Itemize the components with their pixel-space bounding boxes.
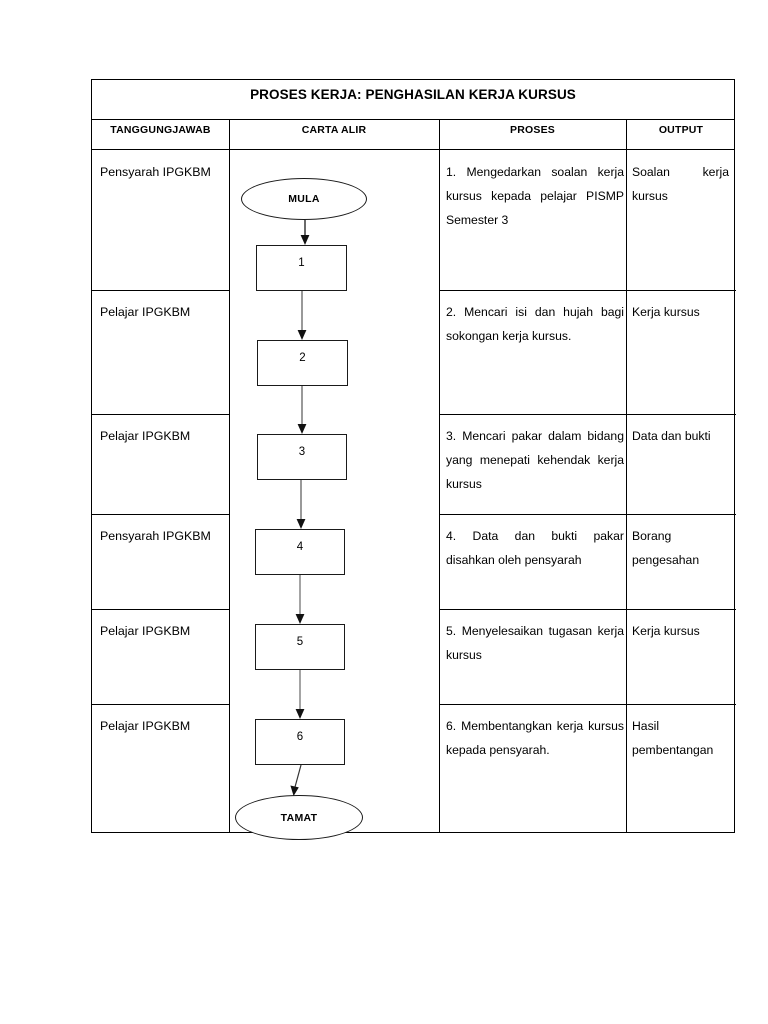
column-header-output-label: OUTPUT	[658, 124, 704, 136]
column-divider-1	[229, 120, 230, 832]
connector-6-to-end	[287, 764, 311, 797]
responsibility-text-3: Pelajar IPGKBM	[100, 429, 191, 443]
row-divider-2-left	[92, 414, 229, 415]
column-header-proses: PROSES	[439, 120, 626, 150]
process-text-5: 5. Menyelesaikan tugasan kerja kursus	[446, 624, 624, 662]
output-text-2: Kerja kursus	[632, 305, 700, 319]
process-text-2: 2. Mencari isi dan hujah bagi sokongan k…	[446, 305, 624, 343]
column-header-proses-label: PROSES	[510, 124, 555, 136]
process-text-3: 3. Mencari pakar dalam bidang yang menep…	[446, 429, 624, 491]
output-text-3: Data dan bukti	[632, 429, 711, 443]
flow-step-box-3: 3	[257, 434, 347, 480]
output-text-4: Borang pengesahan	[632, 529, 700, 567]
flow-step-label-3: 3	[298, 446, 306, 458]
flow-step-label-2: 2	[299, 352, 306, 364]
page-title: PROSES KERJA: PENGHASILAN KERJA KURSUS	[250, 87, 576, 102]
flow-step-label-5: 5	[296, 636, 304, 648]
flow-start-terminator: MULA	[241, 178, 367, 220]
output-text-1: Soalan kerja kursus	[632, 165, 729, 203]
column-header-output: OUTPUT	[626, 120, 736, 150]
table-row: Pensyarah IPGKBM	[100, 162, 228, 183]
row-divider-3-right	[439, 514, 736, 515]
document-title-band: PROSES KERJA: PENGHASILAN KERJA KURSUS	[92, 80, 734, 120]
output-text-6: Hasil pembentangan	[632, 719, 714, 757]
flow-step-box-5: 5	[255, 624, 345, 670]
row-divider-1-left	[92, 290, 229, 291]
column-header-tanggungjawab-label: TANGGUNGJAWAB	[110, 124, 211, 136]
flowchart-lane: MULA 1 2	[229, 150, 439, 840]
responsibility-text-5: Pelajar IPGKBM	[100, 624, 191, 638]
column-header-tanggungjawab: TANGGUNGJAWAB	[92, 120, 229, 150]
row-divider-2-right	[439, 414, 736, 415]
flow-step-box-4: 4	[255, 529, 345, 575]
responsibility-text-6: Pelajar IPGKBM	[100, 719, 191, 733]
connector-2-to-3	[295, 386, 309, 435]
row-divider-4-left	[92, 609, 229, 610]
flow-end-label: TAMAT	[280, 811, 318, 824]
flow-step-box-6: 6	[255, 719, 345, 765]
responsibility-text-2: Pelajar IPGKBM	[100, 305, 191, 319]
connector-3-to-4	[294, 480, 308, 530]
flow-end-terminator: TAMAT	[235, 795, 363, 840]
flow-step-label-4: 4	[296, 541, 304, 553]
connector-start-to-1	[298, 220, 312, 246]
column-header-carta-alir: CARTA ALIR	[229, 120, 439, 150]
flow-start-label: MULA	[288, 193, 320, 205]
row-divider-5-right	[439, 704, 736, 705]
responsibility-text-4: Pensyarah IPGKBM	[100, 529, 211, 543]
column-divider-3	[626, 120, 627, 832]
table-row: Pelajar IPGKBM	[100, 302, 228, 323]
process-text-4: 4. Data dan bukti pakar disahkan oleh pe…	[446, 529, 624, 567]
process-text-6: 6. Membentangkan kerja kursus kepada pen…	[446, 719, 624, 757]
table-row: Pensyarah IPGKBM	[100, 526, 228, 547]
output-text-5: Kerja kursus	[632, 624, 700, 638]
table-row: Pelajar IPGKBM	[100, 716, 228, 737]
row-divider-5-left	[92, 704, 229, 705]
flow-step-label-1: 1	[298, 257, 305, 269]
flow-step-box-1: 1	[256, 245, 347, 291]
column-header-carta-alir-label: CARTA ALIR	[301, 124, 367, 136]
table-body: Pensyarah IPGKBM Pelajar IPGKBM Pelajar …	[92, 150, 736, 832]
table-row: Pelajar IPGKBM	[100, 621, 228, 642]
process-flow-table: PROSES KERJA: PENGHASILAN KERJA KURSUS T…	[91, 79, 736, 840]
connector-4-to-5	[293, 575, 307, 625]
column-header-row: TANGGUNGJAWAB CARTA ALIR PROSES OUTPUT	[92, 120, 734, 150]
row-divider-3-left	[92, 514, 229, 515]
row-divider-1-right	[439, 290, 736, 291]
table-row: Pelajar IPGKBM	[100, 426, 228, 447]
responsibility-text-1: Pensyarah IPGKBM	[100, 165, 211, 179]
process-text-1: 1. Mengedarkan soalan kerja kursus kepad…	[446, 165, 624, 227]
row-divider-4-right	[439, 609, 736, 610]
connector-5-to-6	[293, 670, 307, 720]
flow-step-box-2: 2	[257, 340, 348, 386]
connector-1-to-2	[295, 291, 309, 341]
flow-step-label-6: 6	[296, 731, 304, 743]
column-divider-2	[439, 120, 440, 832]
